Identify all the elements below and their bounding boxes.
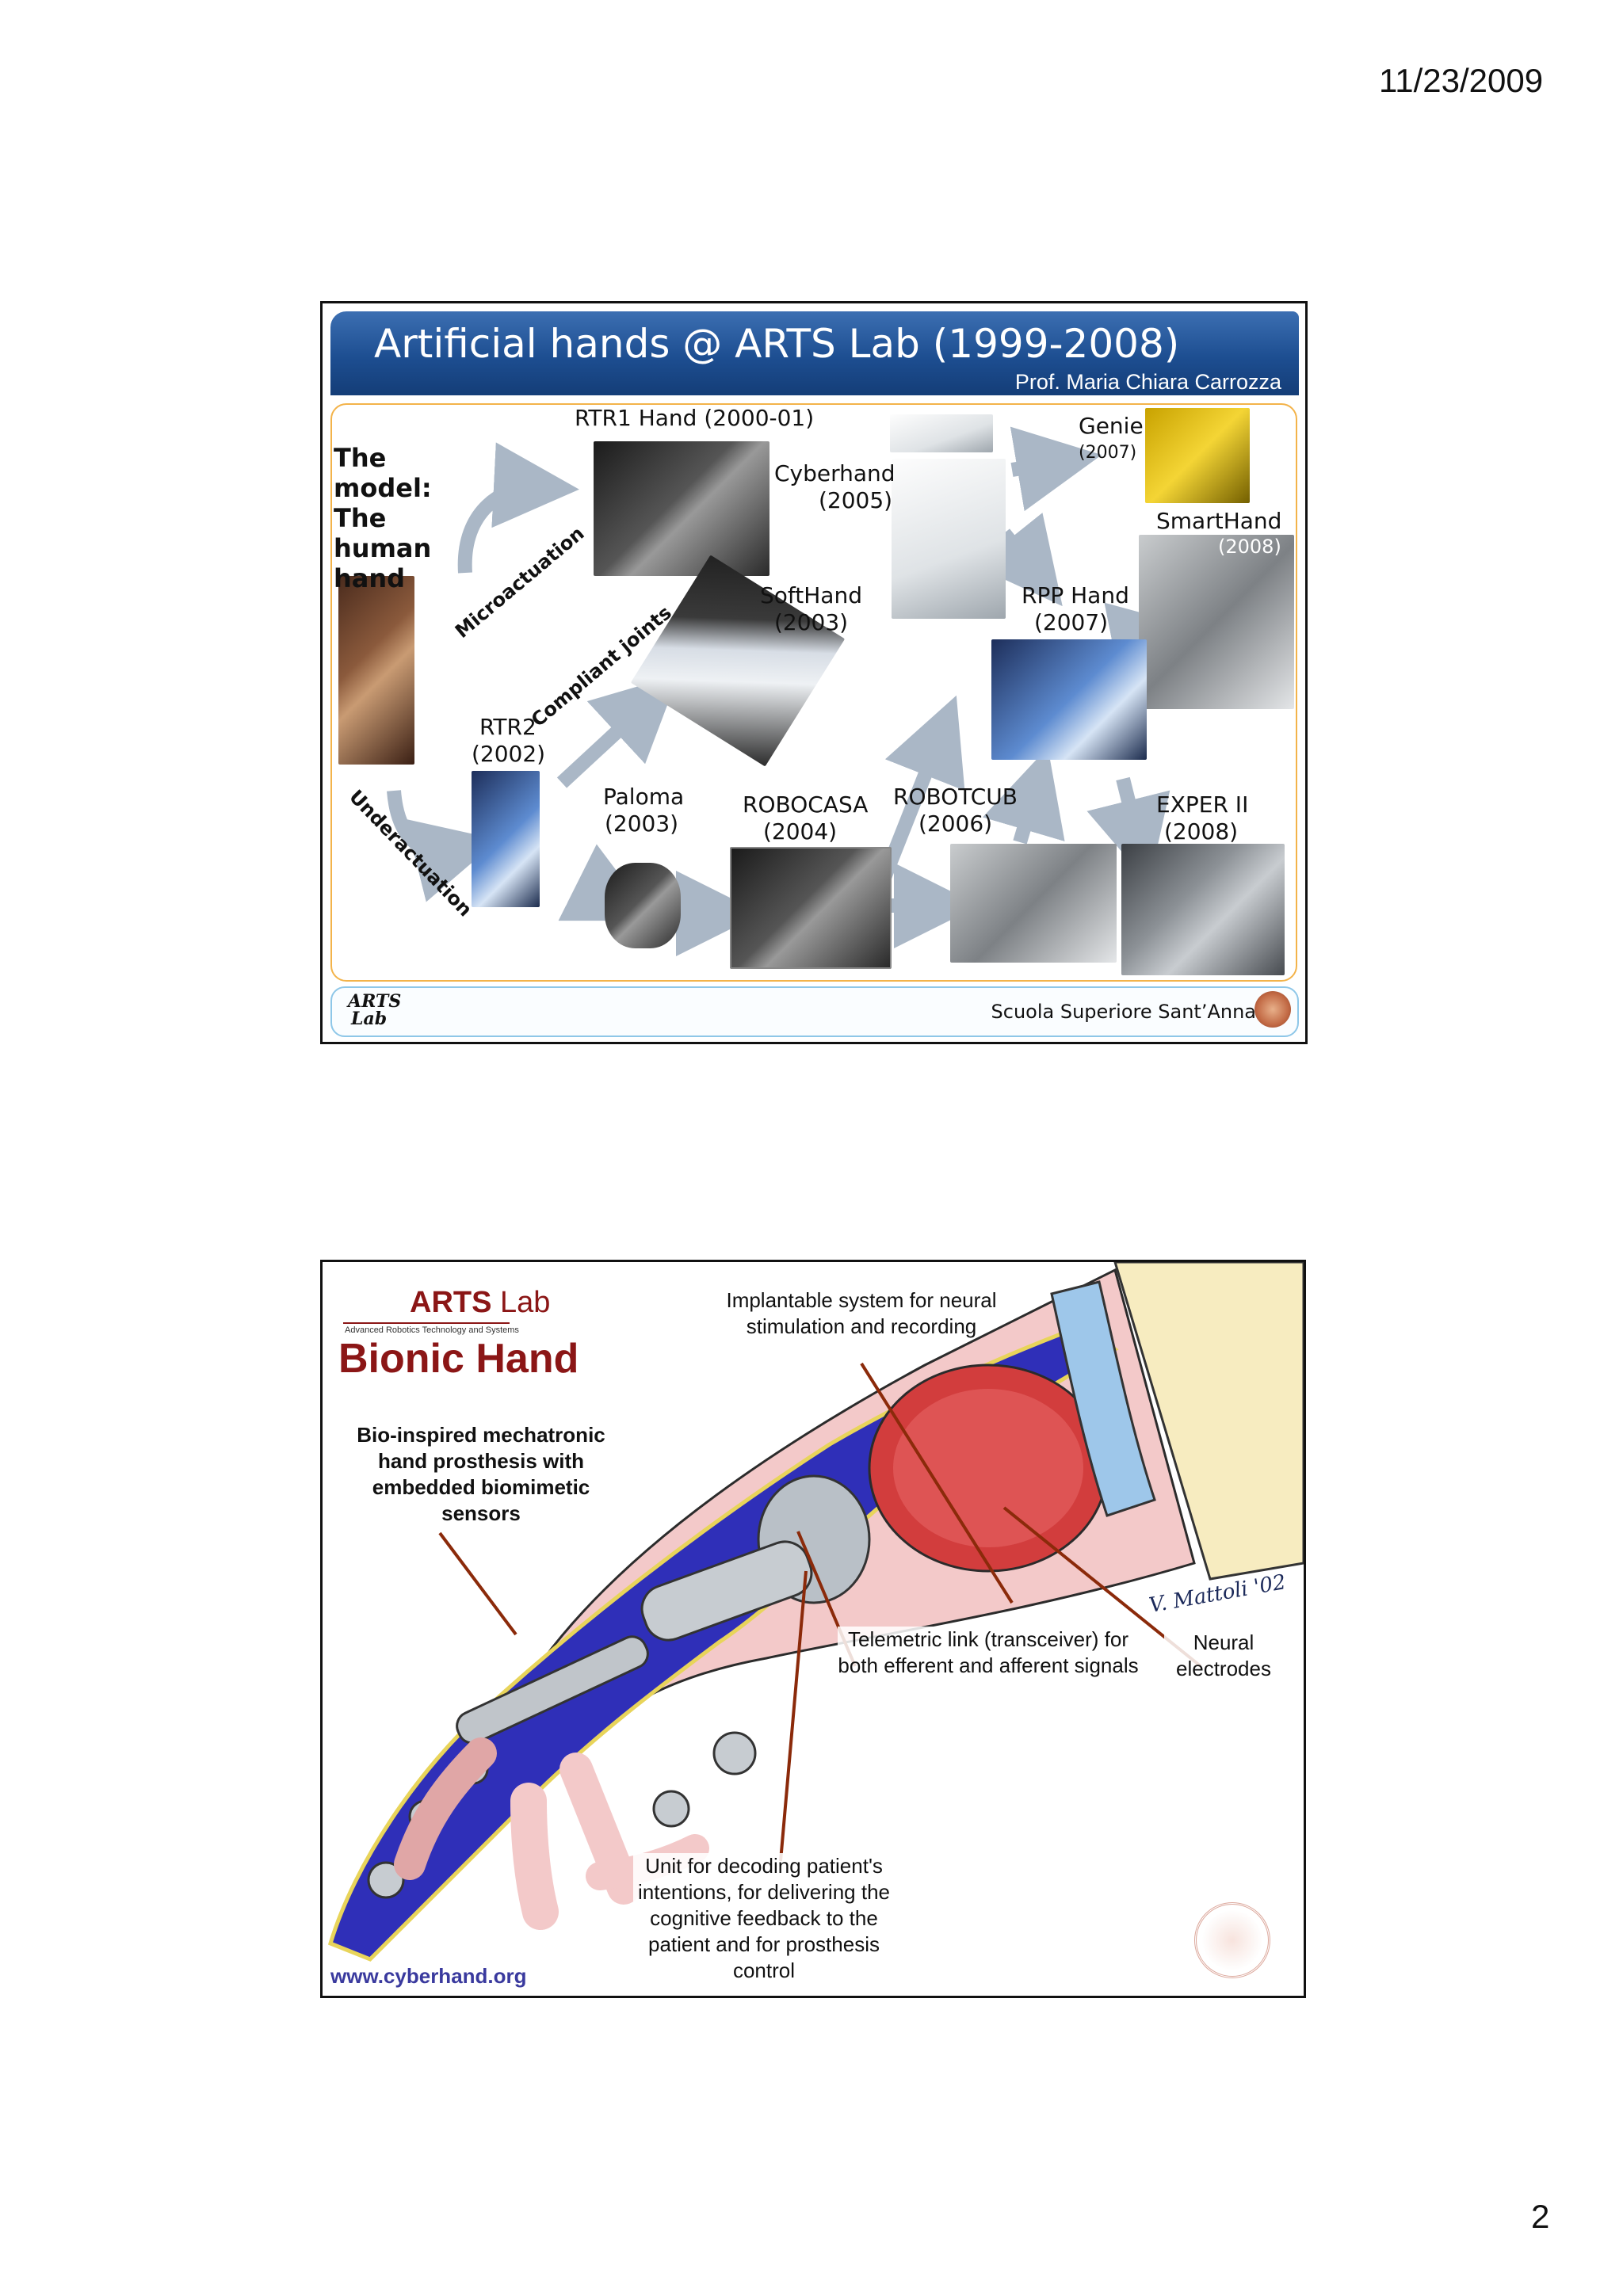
- note-telemetric-link: Telemetric link (transceiver) for both e…: [838, 1627, 1139, 1679]
- note-decoding-unit: Unit for decoding patient's intentions, …: [633, 1853, 895, 1984]
- arts-lab-bold: ARTS: [410, 1286, 492, 1319]
- arrow-human-to-rtr2: [387, 790, 499, 902]
- cyberhand-website-link[interactable]: www.cyberhand.org: [330, 1964, 527, 1988]
- rtr2-label: RTR2: [479, 714, 537, 740]
- arts-lab-logo-line2: Lab: [351, 1009, 388, 1029]
- arrow-cyberhand-to-rpp: [976, 513, 1063, 607]
- arts-lab-logo-line1: ARTS: [348, 991, 402, 1012]
- arts-lab-subtitle: Advanced Robotics Technology and Systems: [345, 1325, 519, 1335]
- paloma-image: [605, 863, 681, 948]
- timeline-arrows: [387, 426, 1197, 956]
- cyberhand-label: Cyberhand: [774, 460, 896, 486]
- cyberhand-year: (2005): [819, 487, 893, 513]
- rpp-hand-image: [991, 639, 1147, 760]
- cyberhand-image: [892, 459, 1006, 619]
- pointer-implant: [860, 1362, 1014, 1604]
- pointer-bio: [438, 1531, 517, 1636]
- slide-footer: ARTS Lab Scuola Superiore Sant’Anna: [330, 986, 1299, 1037]
- robotcub-image: [950, 844, 1117, 963]
- robocasa-year: (2004): [763, 818, 838, 845]
- softhand-year: (2003): [774, 609, 849, 635]
- bionic-hand-illustration: [327, 1262, 1304, 1962]
- slide-bionic-hand: ARTS Lab Advanced Robotics Technology an…: [320, 1260, 1306, 1998]
- arrow-rtr2-to-softhand: [556, 674, 679, 788]
- slide-author: Prof. Maria Chiara Carrozza: [1014, 370, 1281, 394]
- rtr1-label: RTR1 Hand (2000-01): [575, 405, 815, 431]
- arrow-rpp-to-exper: [1086, 776, 1170, 884]
- rpp-hand-year: (2007): [1034, 609, 1109, 635]
- page-date: 11/23/2009: [1379, 62, 1544, 99]
- smarthand-image: [1139, 535, 1294, 709]
- arts-lab-rest: Lab: [491, 1286, 551, 1319]
- robocasa-label: ROBOCASA: [743, 791, 869, 818]
- human-hand-model-label: The model: The human hand: [334, 443, 432, 593]
- exper-ii-label: EXPER II: [1156, 791, 1249, 818]
- arts-lab-heading: ARTS Lab: [410, 1286, 550, 1320]
- bionic-hand-title: Bionic Hand: [338, 1336, 579, 1382]
- pointer-unit: [779, 1570, 808, 1862]
- smarthand-year: (2008): [1218, 536, 1281, 558]
- arts-lab-underline: [343, 1322, 510, 1324]
- exper-ii-year: (2008): [1164, 818, 1239, 845]
- rtr2-year: (2002): [472, 741, 546, 767]
- university-seal-icon: [1194, 1902, 1270, 1978]
- arrow-robotcub-to-rpp: [982, 747, 1065, 845]
- smarthand-label: SmartHand: [1156, 508, 1282, 534]
- genie-label: Genie: [1079, 413, 1144, 439]
- robotcub-year: (2006): [918, 810, 993, 837]
- school-name: Scuola Superiore Sant’Anna: [991, 1001, 1256, 1023]
- rtr1-hand-image: [594, 441, 769, 576]
- timeline-frame: [330, 403, 1297, 982]
- arrow-human-to-rtr1: [457, 442, 579, 574]
- slide-artificial-hands: Artificial hands @ ARTS Lab (1999-2008) …: [320, 301, 1308, 1044]
- softhand-label: SoftHand: [760, 582, 862, 608]
- exper-ii-image: [1121, 844, 1285, 975]
- paloma-label: Paloma: [603, 784, 685, 810]
- paloma-year: (2003): [605, 810, 679, 837]
- note-bio-inspired: Bio-inspired mechatronic hand prosthesis…: [357, 1423, 605, 1525]
- school-seal-icon: [1254, 991, 1291, 1028]
- robotcub-label: ROBOTCUB: [893, 784, 1018, 810]
- cyberhand-small-image: [890, 414, 993, 452]
- page-number: 2: [1531, 2198, 1550, 2235]
- rpp-hand-label: RPP Hand: [1022, 582, 1129, 608]
- genie-image: [1145, 408, 1250, 503]
- arts-lab-logo: ARTS Lab: [348, 993, 401, 1028]
- note-implantable-system: Implantable system for neural stimulatio…: [726, 1288, 997, 1338]
- rtr2-image: [472, 771, 540, 907]
- note-neural-electrodes: Neural electrodes: [1164, 1630, 1283, 1682]
- slide-title: Artificial hands @ ARTS Lab (1999-2008): [374, 321, 1180, 367]
- robocasa-image: [730, 847, 892, 969]
- genie-year: (2007): [1079, 443, 1137, 463]
- human-hand-image: [338, 576, 414, 765]
- slide-title-band: Artificial hands @ ARTS Lab (1999-2008) …: [330, 311, 1299, 395]
- arrow-cyberhand-to-genie: [1010, 426, 1102, 512]
